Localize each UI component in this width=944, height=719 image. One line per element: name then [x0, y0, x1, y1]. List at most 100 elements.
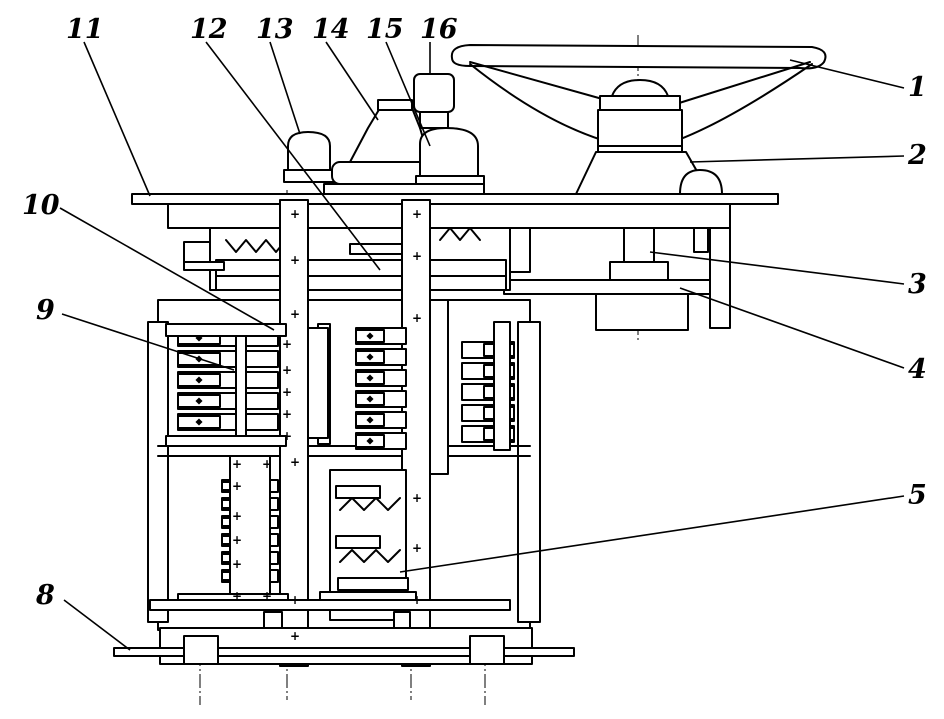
callout-label-10: 10 [22, 190, 60, 221]
unit-16-body [413, 73, 455, 113]
unit-13-dome [287, 131, 331, 171]
unit-14-foot [323, 183, 485, 195]
plus-marker: + [290, 207, 300, 221]
plus-marker: + [232, 557, 242, 571]
callout-label-12: 12 [190, 14, 228, 45]
unit-15-body [419, 127, 479, 177]
callout-1: 1 [789, 59, 927, 103]
contact-finger [177, 413, 279, 431]
spring-zigzag-2 [339, 549, 401, 563]
spring-zigzag-1 [339, 497, 401, 511]
leader-line-1 [789, 59, 905, 89]
side-bolt [693, 227, 709, 253]
contact-finger [355, 327, 407, 345]
contact-finger [355, 411, 407, 429]
unit-16-neck [419, 111, 449, 129]
callout-16: 16 [420, 14, 458, 74]
leader-line-14 [325, 41, 379, 121]
spring-plate-3 [337, 577, 409, 591]
plus-marker: + [412, 249, 422, 263]
callout-label-9: 9 [36, 295, 55, 326]
plus-marker: + [290, 253, 300, 267]
housing-right-wall [709, 227, 731, 329]
gear-plate-a [215, 259, 507, 277]
leader-line-9 [61, 313, 235, 371]
callout-label-3: 3 [908, 269, 927, 300]
leader-line-4 [679, 287, 905, 369]
plus-marker: + [290, 593, 300, 607]
plus-marker: + [262, 457, 272, 471]
callout-label-16: 16 [420, 14, 458, 45]
lower-flange-4 [503, 279, 731, 295]
callout-5: 5 [399, 480, 927, 573]
leader-line-2 [689, 155, 905, 163]
callout-label-15: 15 [366, 14, 404, 45]
callout-label-2: 2 [907, 140, 927, 171]
base-foot-left [183, 635, 219, 665]
left-clamp-foot [183, 261, 225, 271]
handwheel [450, 44, 827, 195]
leader-line-13 [269, 41, 301, 135]
plus-marker: + [412, 593, 422, 607]
callout-11: 11 [66, 14, 151, 197]
base-foot-right [469, 635, 505, 665]
top-units [283, 73, 485, 195]
shaft-hub [609, 261, 669, 281]
side-knob [679, 169, 723, 195]
plus-marker: + [232, 479, 242, 493]
callout-label-5: 5 [908, 480, 927, 511]
callout-2: 2 [689, 140, 927, 171]
unit-15-base [415, 175, 485, 185]
handwheel-hub-dome [611, 79, 669, 97]
main-shaft-assembly [503, 227, 731, 331]
callout-label-8: 8 [35, 580, 55, 611]
callout-13: 13 [256, 14, 301, 135]
leader-line-10 [59, 207, 275, 331]
callout-3: 3 [649, 251, 927, 300]
plus-marker: + [290, 307, 300, 321]
cam-plate-10 [165, 299, 449, 475]
top-plate-under-frame [167, 203, 731, 229]
cam-plate-top [165, 323, 287, 337]
top-plate-main [131, 193, 779, 205]
callout-9: 9 [36, 295, 235, 371]
gear-plate-b [215, 275, 507, 291]
callout-label-13: 13 [256, 14, 294, 45]
contact-finger [355, 348, 407, 366]
handwheel-spokes [469, 61, 813, 141]
callout-8: 8 [35, 580, 131, 651]
callout-label-14: 14 [312, 14, 350, 45]
callout-label-1: 1 [908, 72, 927, 103]
plus-marker: + [262, 589, 272, 603]
housing-left-rail [147, 321, 169, 623]
leader-line-11 [83, 41, 151, 197]
plus-marker: + [282, 429, 292, 443]
plus-marker: + [412, 311, 422, 325]
callout-label-4: 4 [908, 354, 927, 385]
base-plate [113, 647, 575, 657]
callout-label-11: 11 [66, 14, 104, 45]
fastener-markers: +++++++++++++++++++++++++ [232, 207, 422, 643]
lower-cross-bar [149, 599, 511, 611]
callout-12: 12 [190, 14, 381, 271]
plus-marker: + [232, 457, 242, 471]
cam-bar-left [307, 327, 329, 439]
leader-line-5 [399, 495, 905, 573]
contact-finger [177, 371, 279, 389]
contact-block-left-9 [177, 329, 279, 437]
housing-right-rail [517, 321, 541, 623]
spring-zigzag-top [225, 239, 287, 253]
unit-14-cap [377, 99, 413, 111]
cam-plate-bottom [165, 435, 287, 447]
contact-finger [355, 390, 407, 408]
handwheel-hub-collar [599, 95, 681, 111]
contact-finger [355, 369, 407, 387]
cam-bar-right [429, 299, 449, 475]
plus-marker: + [412, 491, 422, 505]
leader-line-8 [63, 599, 131, 651]
contact-finger [177, 350, 279, 368]
plus-marker: + [282, 337, 292, 351]
leader-line-15 [385, 41, 431, 147]
